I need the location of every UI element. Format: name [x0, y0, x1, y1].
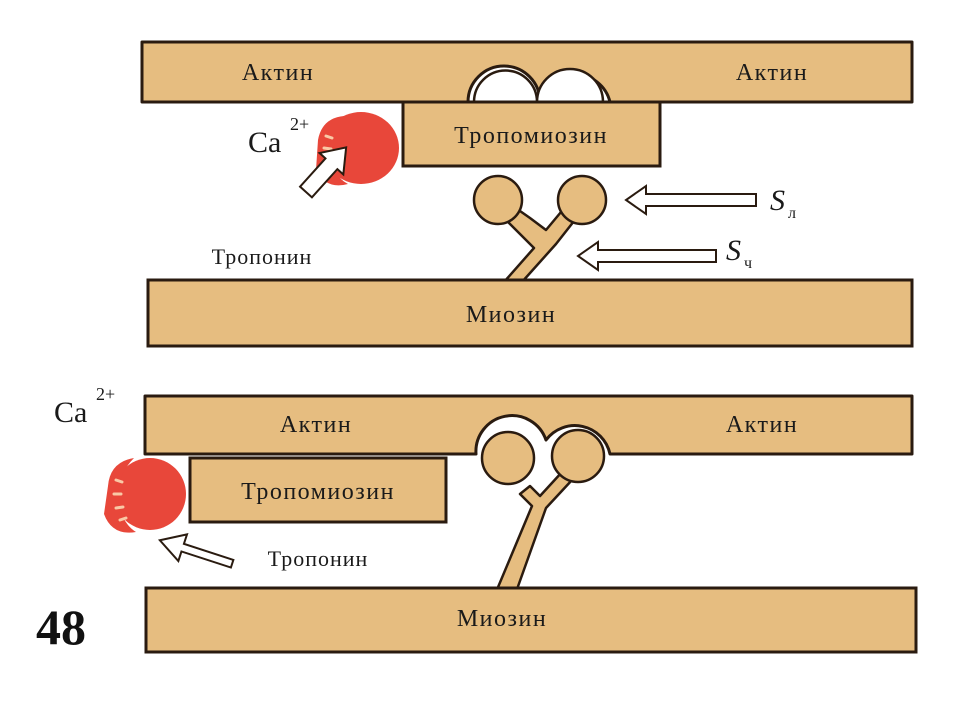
top-calcium-charge: 2+: [290, 114, 309, 134]
top-myosin-head-left: [472, 174, 524, 226]
top-calcium-label: Ca: [248, 126, 281, 159]
figure-number: 48: [36, 599, 86, 655]
bottom-actin-left-label: Актин: [280, 412, 352, 438]
top-panel: Актин Актин Тропомиозин Ca 2+ Тропонин: [140, 40, 914, 348]
bottom-myosin-filament: [144, 586, 918, 654]
top-tropomyosin-block: [401, 100, 662, 168]
bottom-actin-right-label: Актин: [726, 412, 798, 438]
bottom-troponin-arrow: [157, 533, 235, 569]
top-s1-symbol: S: [770, 184, 785, 217]
bottom-troponin-label: Тропонин: [268, 546, 369, 571]
top-troponin-arrow: [298, 146, 348, 199]
top-actin-right-label: Актин: [736, 60, 808, 86]
bottom-myosin-head-left: [480, 430, 536, 486]
top-s2-symbol: S: [726, 234, 741, 267]
bottom-tropomyosin-block: [188, 456, 448, 524]
bottom-panel: Актин Актин Тропомиозин Ca 2+ Тропонин: [54, 384, 918, 654]
top-myosin-filament: [146, 278, 914, 348]
top-s2-subscript: ч: [744, 255, 752, 272]
top-s1-subscript: л: [788, 205, 796, 222]
bottom-calcium-label: Ca: [54, 396, 87, 429]
bottom-troponin-blob: [104, 458, 186, 533]
top-myosin-neck: [498, 202, 580, 284]
bottom-actin-filament: [143, 394, 914, 456]
top-s1-arrow: [624, 184, 757, 216]
bottom-tropomyosin-label: Тропомиозин: [241, 479, 395, 505]
top-s2-arrow: [576, 240, 717, 272]
top-troponin-label: Тропонин: [212, 244, 313, 269]
top-myosin-head-right: [556, 174, 608, 226]
bottom-myosin-head-right: [550, 428, 606, 484]
top-actin-left-label: Актин: [242, 60, 314, 86]
top-myosin-label: Миозин: [466, 302, 556, 328]
bottom-calcium-charge: 2+: [96, 384, 115, 404]
bottom-myosin-label: Миозин: [457, 606, 547, 632]
top-tropomyosin-label: Тропомиозин: [454, 123, 608, 149]
bottom-myosin-neck: [494, 470, 574, 594]
